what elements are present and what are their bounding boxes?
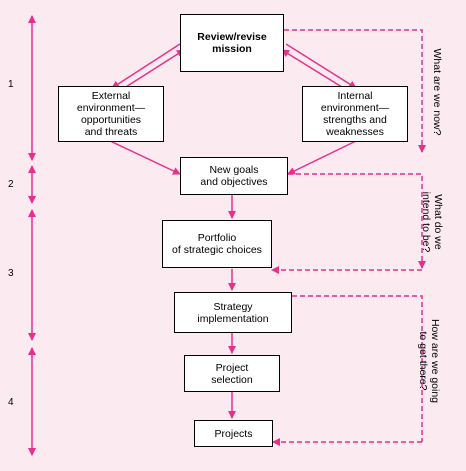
external-to-review-arrow — [117, 49, 185, 93]
review-feedback-dashed — [284, 29, 426, 153]
internal-environment-box: Internal environment— strengths and weak… — [302, 86, 408, 142]
internal-to-goals-arrow — [287, 139, 359, 175]
review-to-external-arrow — [111, 43, 181, 89]
goals-objectives-box: New goals and objectives — [180, 157, 288, 195]
goals-feedback-dashed — [288, 173, 426, 269]
project-selection-box: Project selection — [184, 355, 280, 392]
review-mission-box: Review/revise mission — [180, 14, 284, 72]
external-environment-box: External environment— opportunities and … — [58, 86, 164, 142]
strategy-implementation-box: Strategy implementation — [174, 292, 292, 333]
phase-4-label: 4 — [8, 397, 14, 408]
external-to-goals-arrow — [107, 139, 181, 175]
portfolio-box: Portfolio of strategic choices — [162, 220, 272, 268]
phase-1-label: 1 — [8, 79, 14, 90]
strategy-feedback-dashed — [292, 295, 423, 442]
review-to-internal-arrow — [285, 43, 357, 89]
question-how-get-there: How are we going to get there? — [417, 318, 441, 404]
question-what-are-we-now: What are we now? — [431, 48, 443, 136]
question-what-do-we-intend: What do we intend to be? — [420, 191, 444, 253]
projects-box: Projects — [194, 420, 273, 447]
phase-2-label: 2 — [8, 179, 14, 190]
internal-to-review-arrow — [281, 49, 351, 93]
phase-3-label: 3 — [8, 268, 14, 279]
